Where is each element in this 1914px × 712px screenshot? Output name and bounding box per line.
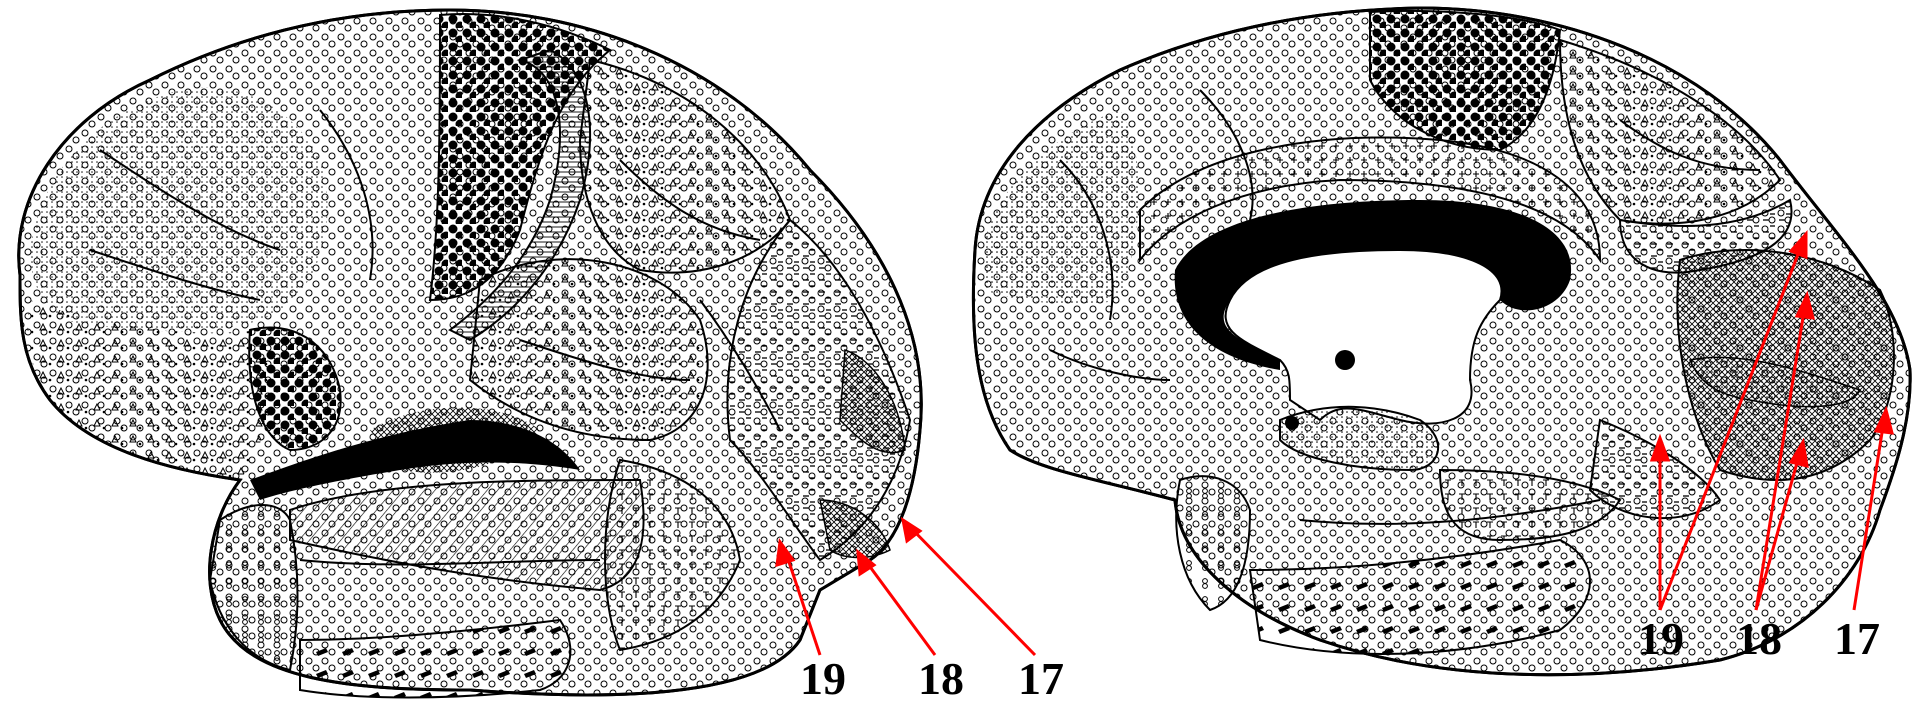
medial-label-19: 19: [1638, 612, 1684, 665]
medial-label-18: 18: [1736, 612, 1782, 665]
lateral-label-17: 17: [1018, 652, 1064, 705]
lateral-label-19: 19: [800, 652, 846, 705]
medial-hemisphere-view: [973, 8, 1910, 675]
lateral-arrow-17: [903, 520, 1035, 655]
medial-label-17: 17: [1834, 612, 1880, 665]
lateral-arrow-18: [858, 552, 935, 655]
lateral-label-18: 18: [918, 652, 964, 705]
lateral-hemisphere-view: [19, 10, 922, 698]
